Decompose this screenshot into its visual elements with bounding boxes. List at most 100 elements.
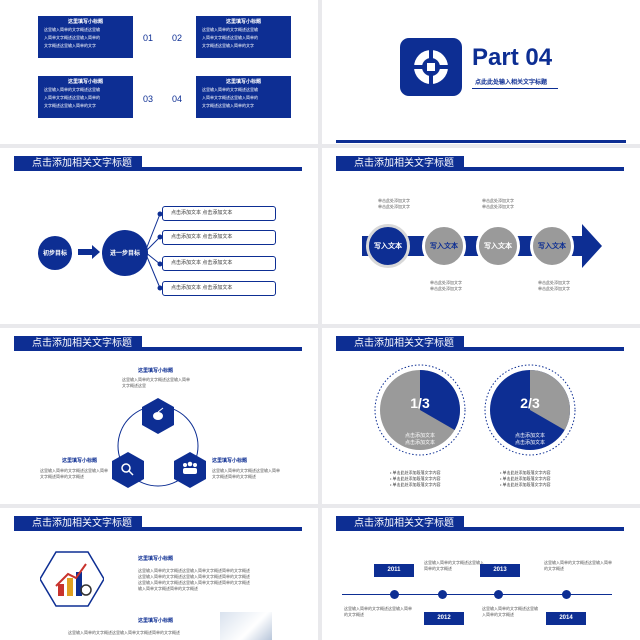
left-description: 这里输入简单的文字概述这里输入简单 文字概述简单的文字概述 bbox=[40, 468, 108, 480]
chart-2-bullets: • 单击此处添加段落文字内容 • 单击此处添加段落文字内容 • 单击此处添加段落… bbox=[500, 470, 551, 488]
desc-line: 这里输入简单的文字概述这里输入简单文字概述简单的文字概述 bbox=[138, 580, 250, 585]
chart-1-inner-text: 点击添加文本 点击添加文本 bbox=[395, 433, 445, 447]
feature-subtitle-2: 这里填写小标题 bbox=[138, 618, 174, 624]
process-step-1: 写入文本 bbox=[366, 224, 410, 268]
bullet-line: • 单击此处添加段落文字内容 bbox=[390, 482, 441, 487]
desc-line: 这里输入简单的文字概述这里输入简单 bbox=[212, 468, 280, 473]
step-note: 单击此处添加文字 单击此处添加文字 bbox=[482, 198, 514, 210]
process-step-4: 写入文本 bbox=[530, 224, 574, 268]
inner-line: 点击添加文本 bbox=[514, 440, 545, 446]
fraction-label: 1/3 bbox=[410, 395, 430, 411]
step-note: 单击此处添加文字 单击此处添加文字 bbox=[430, 280, 462, 292]
part-label: Part bbox=[472, 44, 519, 71]
slide-header-rule bbox=[142, 347, 302, 351]
goal-item[interactable]: 点击添加文本 点击添加文本 bbox=[162, 256, 276, 271]
goal-diagram-lines bbox=[78, 211, 163, 291]
box-line: 这里输入简单的文字概述这里输 bbox=[202, 27, 258, 32]
top-subtitle: 这里填写小标题 bbox=[138, 368, 174, 374]
box-line: 入简单文字概述这里输入简单的 bbox=[44, 95, 100, 100]
cycle-diagram bbox=[112, 398, 206, 488]
timeline-text: 这里输入简单的文字概述这里输入简单的文字概述 bbox=[544, 560, 612, 571]
box-title: 这里填写小标题 bbox=[67, 19, 103, 25]
timeline-text: 这里输入简单的文字概述这里输入简单的文字概述 bbox=[344, 606, 412, 617]
box-line: 入简单文字概述这里输入简单的 bbox=[202, 95, 258, 100]
step-label: 写入文本 bbox=[430, 243, 458, 250]
slide-header-rule bbox=[142, 527, 302, 531]
chart-1-bullets: • 单击此处添加段落文字内容 • 单击此处添加段落文字内容 • 单击此处添加段落… bbox=[390, 470, 441, 488]
start-goal-label: 初步目标 bbox=[42, 251, 67, 257]
fraction-charts: 1/3 2/3 bbox=[374, 364, 576, 456]
growth-chart-icon bbox=[55, 563, 92, 596]
note-line: 单击此处添加文字 bbox=[538, 280, 570, 285]
slide-header-title: 点击添加相关文字标题 bbox=[14, 516, 142, 531]
box-line: 入简单文字概述这里输入简单的 bbox=[44, 35, 100, 40]
right-subtitle: 这里填写小标题 bbox=[212, 458, 248, 464]
dotted-ring bbox=[374, 364, 466, 456]
top-description: 这里输入简单的文字概述这里输入简单 文字概述这里 bbox=[122, 377, 190, 389]
note-line: 单击此处添加文字 bbox=[430, 286, 462, 291]
pie-slice bbox=[530, 370, 570, 430]
desc-line: 这里输入简单的文字概述这里输入简单文字概述简单的文字概述 bbox=[138, 568, 250, 573]
box-line: 这里输入简单的文字概述这里输 bbox=[202, 87, 258, 92]
box-line: 文字概述这里输入简单的文字 bbox=[202, 43, 254, 48]
bullet-line: • 单击此处添加段落文字内容 bbox=[500, 470, 551, 475]
left-subtitle: 这里填写小标题 bbox=[62, 458, 98, 464]
step-label: 写入文本 bbox=[538, 243, 566, 250]
slide-4-thumbnail[interactable]: 点击添加相关文字标题 写入文本 写入文本 写入文本 写入文本 单击此处添加文字 … bbox=[322, 148, 640, 324]
pie-slice bbox=[420, 370, 460, 430]
step-label: 写入文本 bbox=[484, 243, 512, 250]
fraction-label: 2/3 bbox=[520, 395, 540, 411]
slide-bottom-bar bbox=[336, 140, 626, 143]
bank-logo-icon bbox=[412, 48, 450, 86]
dotted-ring bbox=[484, 364, 576, 456]
chart-2-inner-text: 点击添加文本 点击添加文本 bbox=[505, 433, 555, 447]
desc-line: 文字概述简单的文字概述 bbox=[40, 474, 84, 479]
desc-line: 文字概述这里 bbox=[122, 383, 146, 388]
step-note: 单击此处添加文字 单击此处添加文字 bbox=[378, 198, 410, 210]
goal-item[interactable]: 点击添加文本 点击添加文本 bbox=[162, 206, 276, 221]
process-step-3: 写入文本 bbox=[476, 224, 520, 268]
step-note: 单击此处添加文字 单击此处添加文字 bbox=[538, 280, 570, 292]
slide-7-thumbnail[interactable]: 点击添加相关文字标题 这里填写小标题 这里输入简单的文字概述这里输入简单文字概述… bbox=[0, 508, 318, 640]
note-line: 单击此处添加文字 bbox=[538, 286, 570, 291]
timeline-text: 这里输入简单的文字概述这里输入简单的文字概述 bbox=[424, 560, 484, 571]
hexagon-picture bbox=[40, 551, 104, 607]
timeline-line bbox=[342, 594, 612, 595]
inner-line: 点击添加文本 bbox=[514, 433, 545, 439]
box-line: 入简单文字概述这里输入简单的 bbox=[202, 35, 258, 40]
inner-line: 点击添加文本 bbox=[404, 433, 435, 439]
bullet-line: • 单击此处添加段落文字内容 bbox=[500, 482, 551, 487]
goal-item[interactable]: 点击添加文本 点击添加文本 bbox=[162, 281, 276, 296]
slide-header-rule bbox=[464, 167, 624, 171]
office-photo bbox=[220, 612, 272, 640]
goal-item[interactable]: 点击添加文本 点击添加文本 bbox=[162, 230, 276, 245]
box-line: 这里输入简单的文字概述这里输 bbox=[44, 27, 100, 32]
note-line: 单击此处添加文字 bbox=[482, 204, 514, 209]
slide-5-thumbnail[interactable]: 点击添加相关文字标题 这里填写小标题 这里输入简单的文字概述这里输入简单 文字概… bbox=[0, 328, 318, 504]
box-title: 这里填写小标题 bbox=[67, 79, 103, 85]
team-icon bbox=[183, 461, 197, 474]
slide-2-thumbnail[interactable]: Part 04 点此此处输入相关文字标题 bbox=[322, 0, 640, 144]
subtitle-underline bbox=[472, 88, 558, 89]
slide-8-thumbnail[interactable]: 点击添加相关文字标题 2011 2012 2013 2014 这里输入简单的文字… bbox=[322, 508, 640, 640]
year-tag: 2014 bbox=[546, 612, 586, 625]
text-box-3: 这里填写小标题 这里输入简单的文字概述这里输 入简单文字概述这里输入简单的 文字… bbox=[38, 76, 133, 118]
box-line: 文字概述这里输入简单的文字 bbox=[44, 103, 96, 108]
desc-line: 文字概述简单的文字概述 bbox=[212, 474, 256, 479]
text-box-4: 这里填写小标题 这里输入简单的文字概述这里输 入简单文字概述这里输入简单的 文字… bbox=[196, 76, 291, 118]
timeline-dot bbox=[438, 590, 447, 599]
inner-line: 点击添加文本 bbox=[404, 440, 435, 446]
slide-header-title: 点击添加相关文字标题 bbox=[336, 516, 464, 531]
slide-3-thumbnail[interactable]: 点击添加相关文字标题 初步目标 进一步目标 点击添加文本 点击添加文本 点击添加… bbox=[0, 148, 318, 324]
slide-1-thumbnail[interactable]: 这里填写小标题 这里输入简单的文字概述这里输 入简单文字概述这里输入简单的 文字… bbox=[0, 0, 318, 144]
step-label: 写入文本 bbox=[374, 243, 402, 250]
text-box-1: 这里填写小标题 这里输入简单的文字概述这里输 入简单文字概述这里输入简单的 文字… bbox=[38, 16, 133, 58]
box-title: 这里填写小标题 bbox=[225, 79, 261, 85]
box-number: 04 bbox=[172, 94, 183, 104]
feature-description: 这里输入简单的文字概述这里输入简单文字概述简单的文字概述 这里输入简单的文字概述… bbox=[138, 568, 250, 592]
note-line: 单击此处添加文字 bbox=[482, 198, 514, 203]
box-line: 文字概述这里输入简单的文字 bbox=[202, 103, 254, 108]
bullet-line: • 单击此处添加段落文字内容 bbox=[500, 476, 551, 481]
year-tag: 2013 bbox=[480, 564, 520, 577]
